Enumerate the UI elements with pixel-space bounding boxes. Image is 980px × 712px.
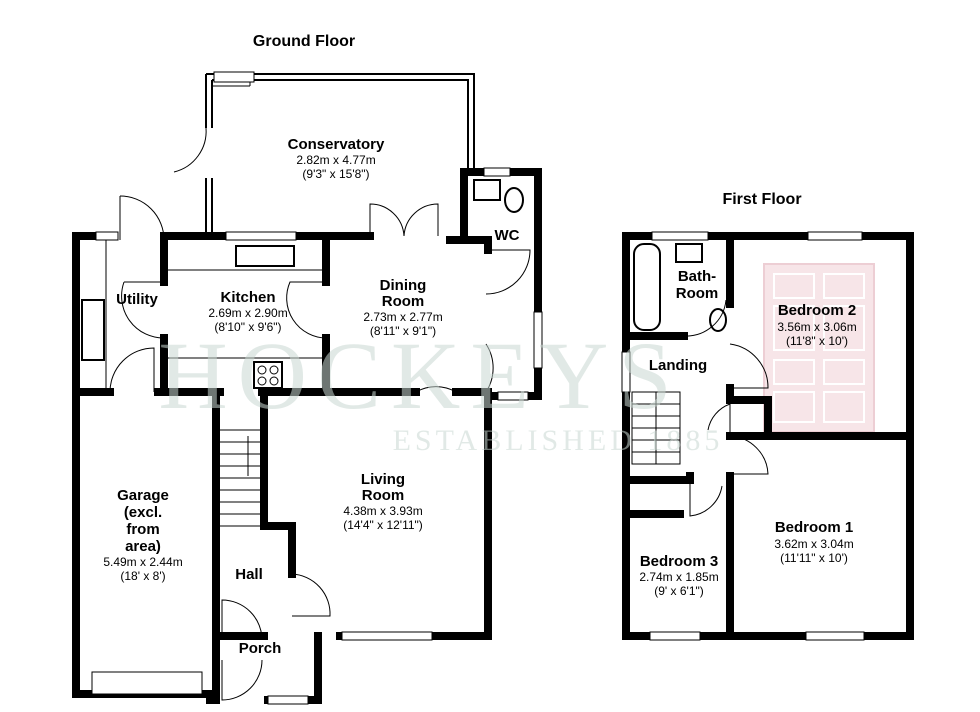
- hall-name: Hall: [235, 566, 263, 583]
- first-floor-staircase: [631, 391, 681, 465]
- bedroom3-imperial: (9' x 6'1"): [654, 584, 704, 598]
- living-imperial: (14'4" x 12'11"): [343, 518, 423, 532]
- conservatory-window-top: [213, 71, 255, 83]
- bedroom1-metric: 3.62m x 3.04m: [774, 537, 853, 551]
- dining-imperial: (8'11" x 9'1"): [370, 324, 436, 338]
- ground-floor-staircase: [215, 429, 263, 527]
- hall-living-door: [291, 573, 331, 617]
- bedroom2-door: [729, 343, 769, 389]
- living-room-window: [341, 631, 433, 641]
- dining-living-door: [415, 386, 457, 393]
- bathroom-name-2: Room: [676, 285, 719, 302]
- kitchen-window: [225, 231, 297, 241]
- bedroom1-door: [729, 435, 769, 475]
- dining-name-1: Dining: [380, 277, 427, 294]
- room-label-kitchen: Kitchen 2.69m x 2.90m (8'10" x 9'6"): [208, 289, 287, 334]
- porch-front-door: [221, 659, 263, 701]
- dining-french-doors: [369, 203, 439, 237]
- bedroom3-window: [649, 631, 701, 641]
- kitchen-sink: [235, 245, 295, 267]
- conservatory-name: Conservatory: [288, 136, 385, 153]
- watermark-tagline: ESTABLISHED 1885: [393, 424, 724, 457]
- wc-window: [483, 167, 511, 177]
- utility-sink: [81, 299, 105, 361]
- utility-back-door: [119, 195, 165, 241]
- first-floor-title: First Floor: [722, 191, 801, 208]
- conservatory-metric: 2.82m x 4.77m: [296, 153, 375, 167]
- bedroom3-name: Bedroom 3: [640, 553, 718, 570]
- landing-name: Landing: [649, 357, 707, 374]
- bathroom-basin: [675, 243, 703, 263]
- wc-door: [485, 249, 531, 295]
- room-label-bedroom1: Bedroom 1 3.62m x 3.04m (11'11" x 10'): [774, 519, 853, 565]
- dining-wc-door: [485, 343, 494, 393]
- bedroom2-window: [807, 231, 863, 241]
- bedroom1-window: [805, 631, 865, 641]
- living-name-2: Room: [362, 487, 405, 504]
- bedroom2-metric: 3.56m x 3.06m: [777, 320, 856, 334]
- room-label-bedroom3: Bedroom 3 2.74m x 1.85m (9' x 6'1"): [639, 553, 718, 598]
- room-label-living: Living Room 4.38m x 3.93m (14'4" x 12'11…: [343, 471, 423, 532]
- living-name-1: Living: [361, 471, 405, 488]
- garage-door: [91, 671, 203, 695]
- garage-imperial: (18' x 8'): [120, 569, 165, 583]
- wc-name: WC: [495, 227, 520, 244]
- kitchen-hob: [253, 361, 283, 389]
- bathroom-toilet: [709, 308, 727, 332]
- kitchen-name: Kitchen: [220, 289, 275, 306]
- kitchen-metric: 2.69m x 2.90m: [208, 306, 287, 320]
- watermark-logo-door: [763, 263, 875, 433]
- wc-basin: [473, 179, 501, 201]
- garage-name-1: Garage: [117, 487, 169, 504]
- dining-name-2: Room: [382, 293, 425, 310]
- garage-utility-door: [109, 347, 155, 393]
- kitchen-dining-door: [286, 281, 327, 339]
- bathtub: [633, 243, 661, 331]
- bathroom-window: [651, 231, 709, 241]
- ground-floor-title: Ground Floor: [253, 33, 355, 50]
- landing-window: [621, 351, 631, 393]
- cupboard-door: [707, 403, 731, 436]
- utility-name: Utility: [116, 291, 158, 308]
- wc-side-window: [533, 311, 543, 369]
- living-metric: 4.38m x 3.93m: [343, 504, 422, 518]
- bedroom3-door: [689, 480, 723, 517]
- bedroom2-imperial: (11'8" x 10'): [786, 334, 848, 348]
- room-label-dining: Dining Room 2.73m x 2.77m (8'11" x 9'1"): [363, 277, 442, 338]
- bedroom1-imperial: (11'11" x 10'): [780, 551, 848, 565]
- porch-name: Porch: [239, 640, 282, 657]
- bedroom2-name: Bedroom 2: [778, 302, 856, 319]
- hall-porch-door: [221, 599, 263, 641]
- kitchen-imperial: (8'10" x 9'6"): [214, 320, 281, 334]
- room-label-garage: Garage (excl. from area) 5.49m x 2.44m (…: [103, 487, 182, 583]
- garage-name-3: from: [126, 521, 159, 538]
- bathroom-name-1: Bath-: [678, 268, 716, 285]
- wc-toilet: [504, 187, 524, 213]
- kitchen-utility-door: [121, 281, 165, 339]
- utility-window: [95, 231, 119, 241]
- room-label-bathroom: Bath- Room: [676, 268, 719, 302]
- conservatory-imperial: (9'3" x 15'8"): [302, 167, 369, 181]
- porch-window: [267, 695, 309, 705]
- garage-name-2: (excl.: [124, 504, 162, 521]
- garage-name-4: area): [125, 538, 161, 555]
- bedroom3-metric: 2.74m x 1.85m: [639, 570, 718, 584]
- bathroom-door: [683, 299, 727, 337]
- garage-metric: 5.49m x 2.44m: [103, 555, 182, 569]
- room-label-bedroom2: Bedroom 2 3.56m x 3.06m (11'8" x 10'): [777, 302, 856, 348]
- bedroom1-name: Bedroom 1: [775, 519, 853, 536]
- dining-metric: 2.73m x 2.77m: [363, 310, 442, 324]
- room-label-conservatory: Conservatory 2.82m x 4.77m (9'3" x 15'8"…: [288, 136, 385, 181]
- wc-bottom-window: [497, 391, 529, 401]
- watermark-brand: HOCKEYS: [158, 322, 681, 429]
